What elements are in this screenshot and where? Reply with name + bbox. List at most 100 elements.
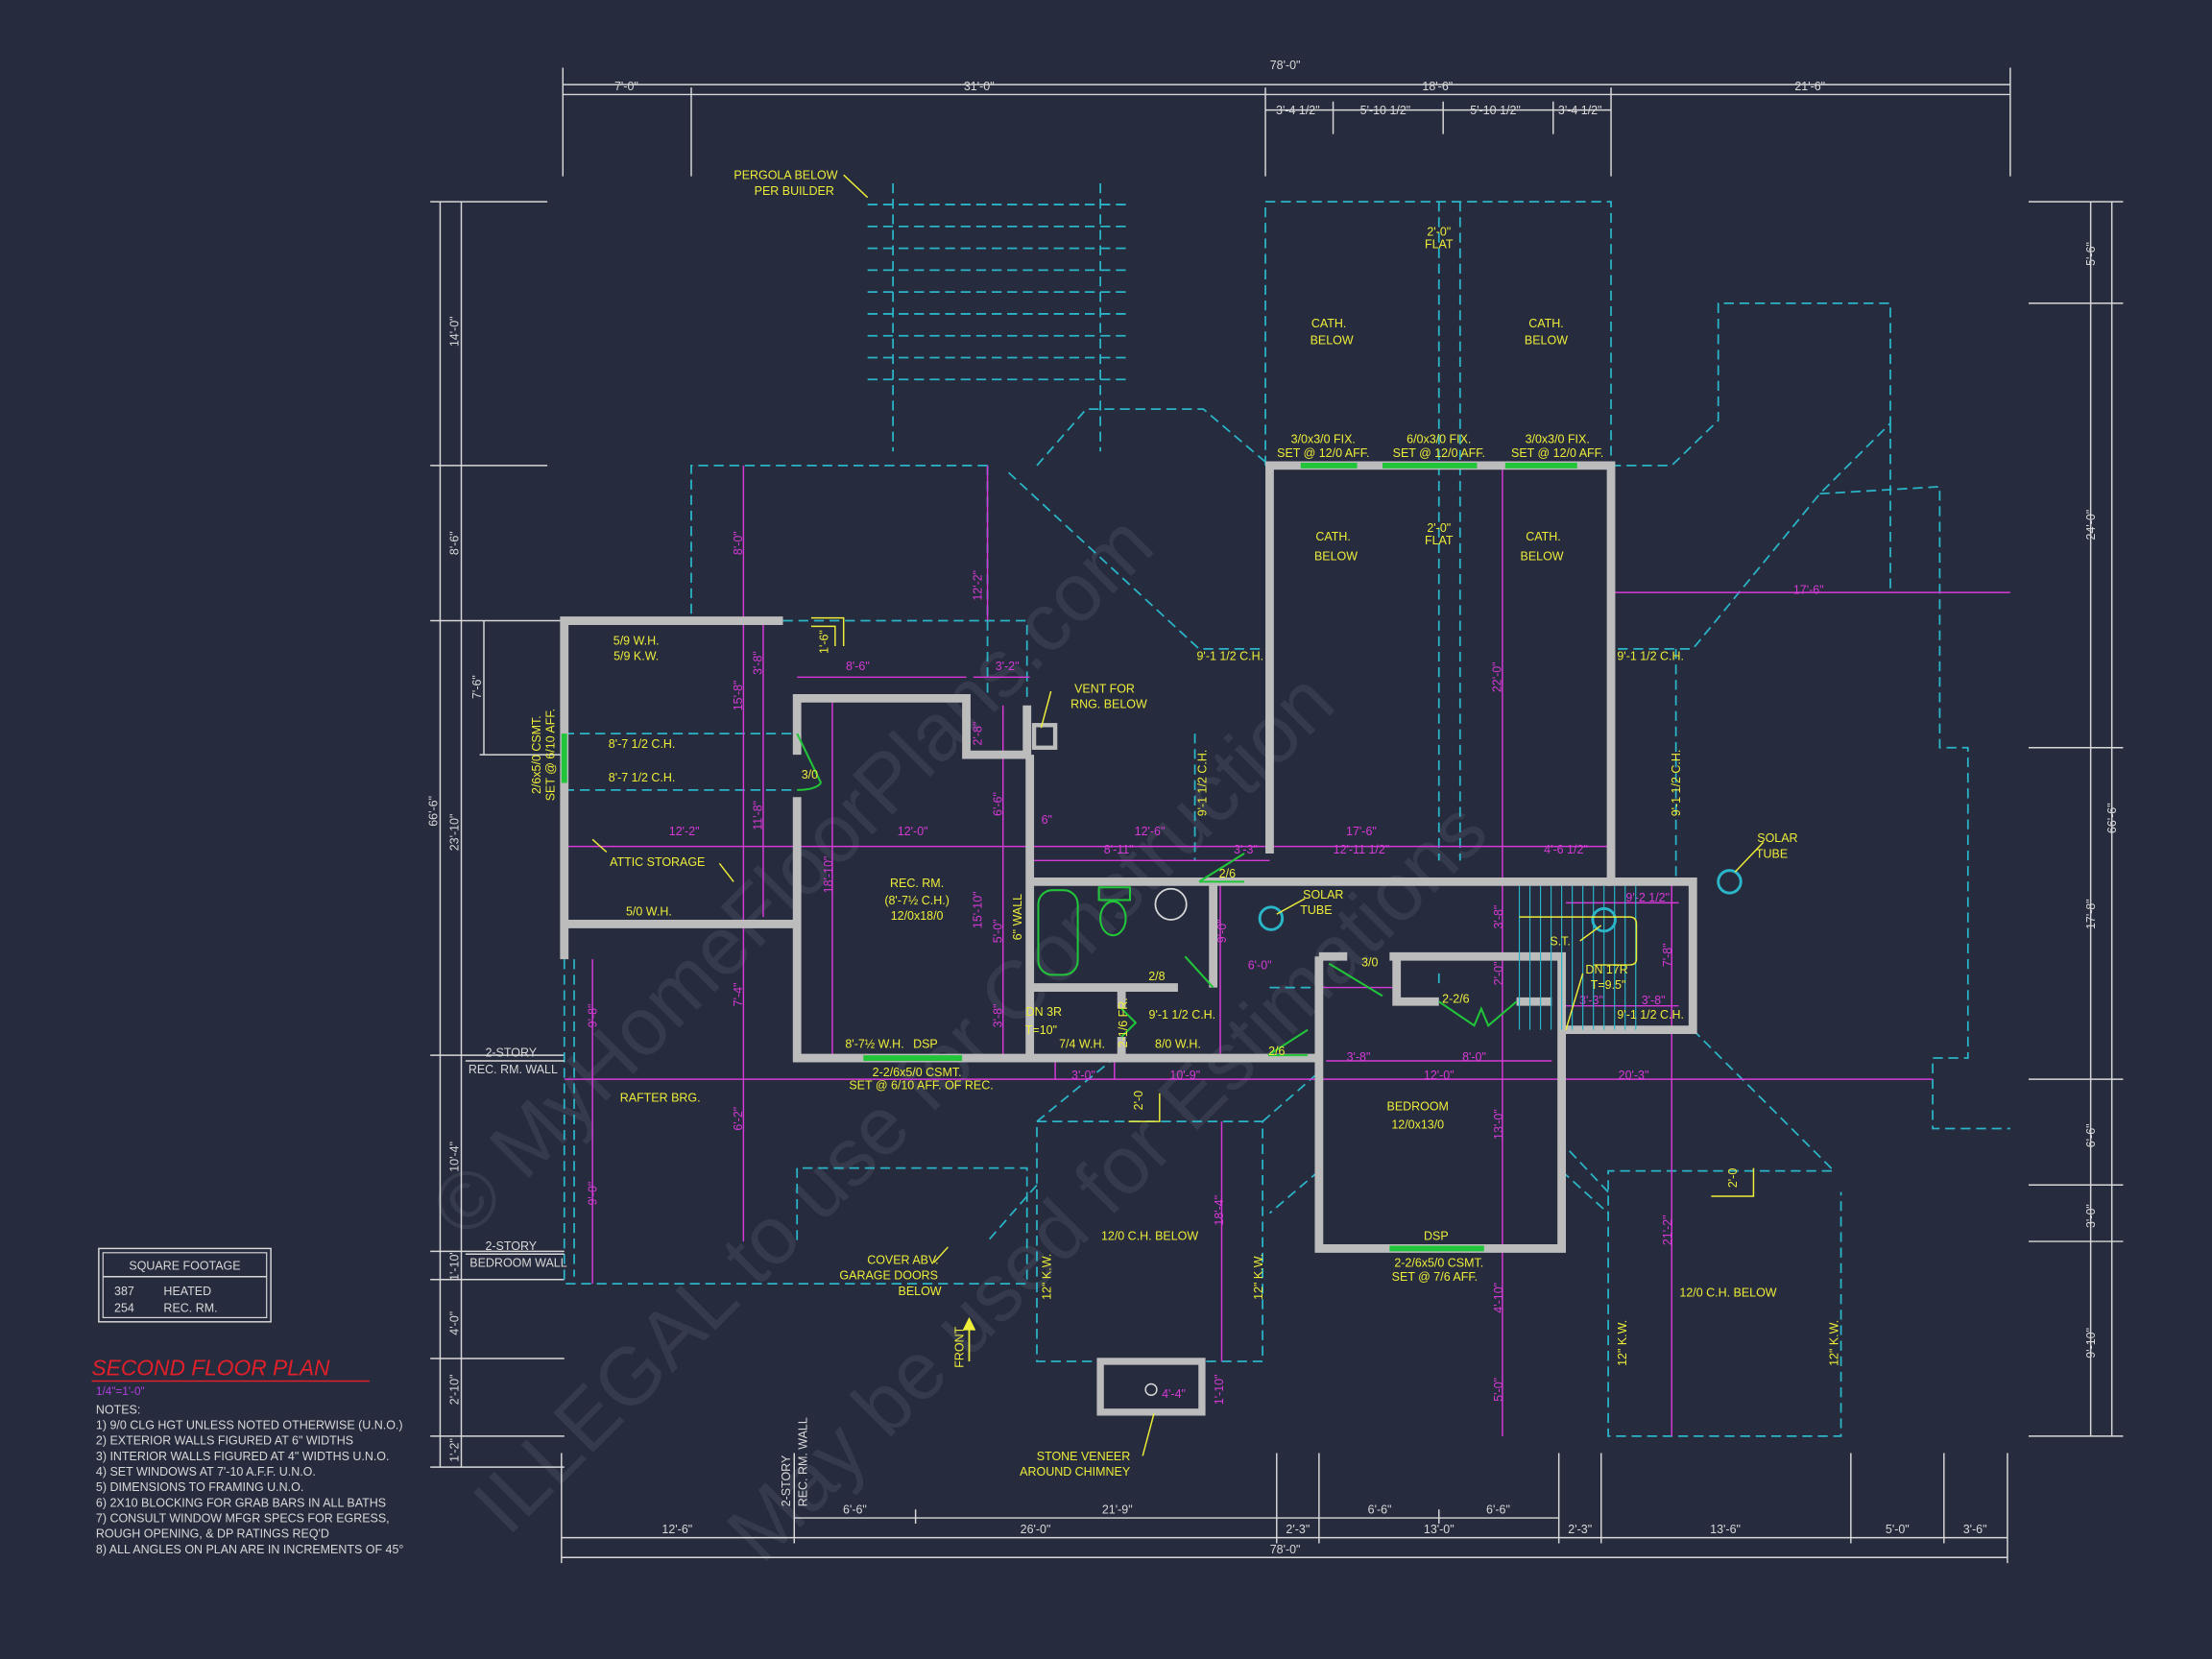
annotation-label: BELOW bbox=[1314, 549, 1358, 563]
dim-top: 31'-0" bbox=[964, 80, 995, 93]
annotation-label: 6/0x3/0 FIX. bbox=[1407, 432, 1471, 445]
annotation-label: 7/4 W.H. bbox=[1059, 1038, 1105, 1051]
annotation-label: 6" WALL bbox=[1011, 894, 1024, 940]
toilet-tank-icon bbox=[1097, 886, 1132, 902]
dimension-label: 3'-8" bbox=[1642, 994, 1666, 1007]
dimension-label: 12'-2" bbox=[669, 825, 700, 838]
annotation-label: BELOW bbox=[899, 1285, 942, 1298]
wall-label: BEDROOM WALL bbox=[469, 1257, 566, 1270]
dimension-label: 9'-0" bbox=[1215, 919, 1229, 943]
dimension-label: 9'-2 1/2" bbox=[1625, 891, 1670, 904]
solar-tube-icon bbox=[1258, 905, 1285, 931]
annotation-label: PER BUILDER bbox=[755, 184, 834, 198]
annotation-label: STONE VENEER bbox=[1037, 1450, 1130, 1463]
dim-right: 24'-0" bbox=[2084, 510, 2098, 541]
annotation-label: BELOW bbox=[1310, 334, 1354, 348]
annotation-label: BELOW bbox=[1521, 549, 1564, 563]
pergola-beams bbox=[892, 183, 1102, 452]
dimension-label: 18'-4" bbox=[1213, 1195, 1226, 1226]
annotation-label: 2-2/6x5/0 CSMT. bbox=[873, 1066, 962, 1079]
bathtub-icon bbox=[1037, 889, 1079, 976]
dimension-label: 13'-0" bbox=[1492, 1109, 1505, 1140]
dimension-label: 12'-6" bbox=[1135, 825, 1166, 838]
annotation-label: 3/0 bbox=[802, 768, 818, 781]
dim-top-overall: 78'-0" bbox=[1270, 59, 1301, 72]
annotation-label: SET @ 12/0 AFF. bbox=[1277, 446, 1369, 460]
wall-label: 2-STORY bbox=[780, 1455, 793, 1506]
annotation-label: DSP bbox=[913, 1038, 938, 1051]
annotation-label: T=10" bbox=[1025, 1023, 1057, 1037]
bottom-dimensions: 6'-6" 21'-9" 6'-6" 6'-6" 12'-6" 26'-0" 2… bbox=[561, 1453, 2008, 1564]
dim-right: 3'-0" bbox=[2084, 1204, 2098, 1228]
note-item: 6) 2X10 BLOCKING FOR GRAB BARS IN ALL BA… bbox=[96, 1496, 386, 1509]
door-swing-icon bbox=[1120, 1007, 1138, 1038]
dim-right-overall: 66'-6" bbox=[2105, 803, 2119, 833]
dimension-label: 10'-9" bbox=[1169, 1069, 1200, 1082]
note-item: 4) SET WINDOWS AT 7'-10 A.F.F. U.N.O. bbox=[96, 1465, 316, 1479]
door-swing-icon bbox=[1198, 853, 1245, 883]
dimension-label: 4'-4" bbox=[1162, 1387, 1186, 1401]
annotation-label: SET @ 7/6 AFF. bbox=[1392, 1270, 1478, 1284]
wall-loft bbox=[1265, 461, 1697, 1035]
annotation-label: 3/0x3/0 FIX. bbox=[1291, 432, 1356, 445]
annotation-label: SOLAR bbox=[1757, 831, 1797, 845]
annotation-label: SET @ 12/0 AFF. bbox=[1393, 446, 1485, 460]
dimension-label: 3'-8" bbox=[751, 651, 764, 675]
dimension-label: 6'-2" bbox=[732, 1107, 745, 1131]
annotation-label: CATH. bbox=[1528, 317, 1563, 330]
dim-bottom: 6'-6" bbox=[1368, 1503, 1392, 1517]
dim-bottom: 6'-6" bbox=[843, 1503, 867, 1517]
dimension-label: 3'-8" bbox=[991, 1004, 1004, 1028]
dim-bottom: 3'-6" bbox=[1963, 1523, 1987, 1536]
annotation-label: 12" K.W. bbox=[1252, 1254, 1265, 1300]
annotation-label: 9'-1 1/2 C.H. bbox=[1197, 650, 1264, 663]
annotation-label: FRONT bbox=[953, 1326, 967, 1367]
annotation-label: AROUND CHIMNEY bbox=[1020, 1465, 1131, 1479]
watermark-line-1: © MyHomeFloorPlans.com bbox=[414, 498, 1170, 1255]
square-footage-table: SQUARE FOOTAGE 387 HEATED 254 REC. RM. bbox=[98, 1247, 272, 1323]
annotation-label: FLAT bbox=[1425, 534, 1454, 547]
top-dimensions: 78'-0" 7'-0" 31'-0" 18'-6" 21'-6" 3'-4 1… bbox=[562, 59, 2011, 177]
door-swing-icon bbox=[1184, 955, 1214, 989]
vent-chase bbox=[1031, 723, 1058, 750]
annotation-label: 12/0x18/0 bbox=[891, 909, 944, 923]
dim-left: 23'-10" bbox=[448, 814, 462, 852]
sqft-value: 387 bbox=[114, 1285, 134, 1298]
annotation-label: 2-2/6x5/0 CSMT. bbox=[1394, 1257, 1483, 1270]
dim-left: 10'-4" bbox=[448, 1142, 462, 1172]
annotation-label: ATTIC STORAGE bbox=[610, 855, 705, 869]
dimension-label: 12'-11 1/2" bbox=[1334, 843, 1390, 856]
dimension-label: 12'-0" bbox=[898, 825, 928, 838]
dimension-label: 3'-8" bbox=[1347, 1050, 1371, 1064]
annotation-label: 12" K.W. bbox=[1041, 1254, 1054, 1300]
dim-left: 7'-6" bbox=[470, 675, 484, 699]
sink-icon bbox=[1154, 887, 1188, 921]
annotation-label: DN 17R bbox=[1585, 963, 1627, 976]
dimension-label: 17'-6" bbox=[1346, 825, 1377, 838]
dim-left: 4'-0" bbox=[448, 1311, 462, 1335]
note-item: ROUGH OPENING, & DP RATINGS REQ'D bbox=[96, 1527, 329, 1541]
dim-bottom: 21'-9" bbox=[1102, 1503, 1133, 1517]
annotation-label: T=9.5" bbox=[1591, 978, 1626, 992]
dim-left: 1'-2" bbox=[448, 1438, 462, 1462]
dimension-label: 9'-0" bbox=[587, 1182, 600, 1206]
door-swing-icon bbox=[1328, 962, 1383, 998]
dim-right: 5'-6" bbox=[2084, 242, 2098, 266]
wall-label: 2-STORY bbox=[485, 1046, 537, 1060]
annotation-label: 5/0 W.H. bbox=[626, 905, 672, 919]
wall-bedroom bbox=[1314, 951, 1567, 1253]
dim-left-overall: 66'-6" bbox=[427, 796, 441, 827]
annotation-label: SET @ 6/10 AFF. OF REC. bbox=[849, 1078, 993, 1092]
annotation-label: 2'-0 bbox=[1132, 1091, 1145, 1110]
wall-label: REC. RM. WALL bbox=[469, 1063, 558, 1076]
annotation-label: RAFTER BRG. bbox=[620, 1092, 701, 1105]
annotation-label: SOLAR bbox=[1303, 888, 1343, 902]
annotation-label: 2/8 bbox=[1148, 970, 1165, 983]
annotation-label: 12/0 C.H. BELOW bbox=[1101, 1230, 1198, 1243]
dimension-label: 8'-0" bbox=[1462, 1050, 1486, 1064]
annotation-label: COVER ABV. bbox=[867, 1254, 938, 1267]
beam-hatch-icon bbox=[1128, 1093, 1161, 1122]
annotation-label: 2'-0" bbox=[1427, 521, 1451, 535]
